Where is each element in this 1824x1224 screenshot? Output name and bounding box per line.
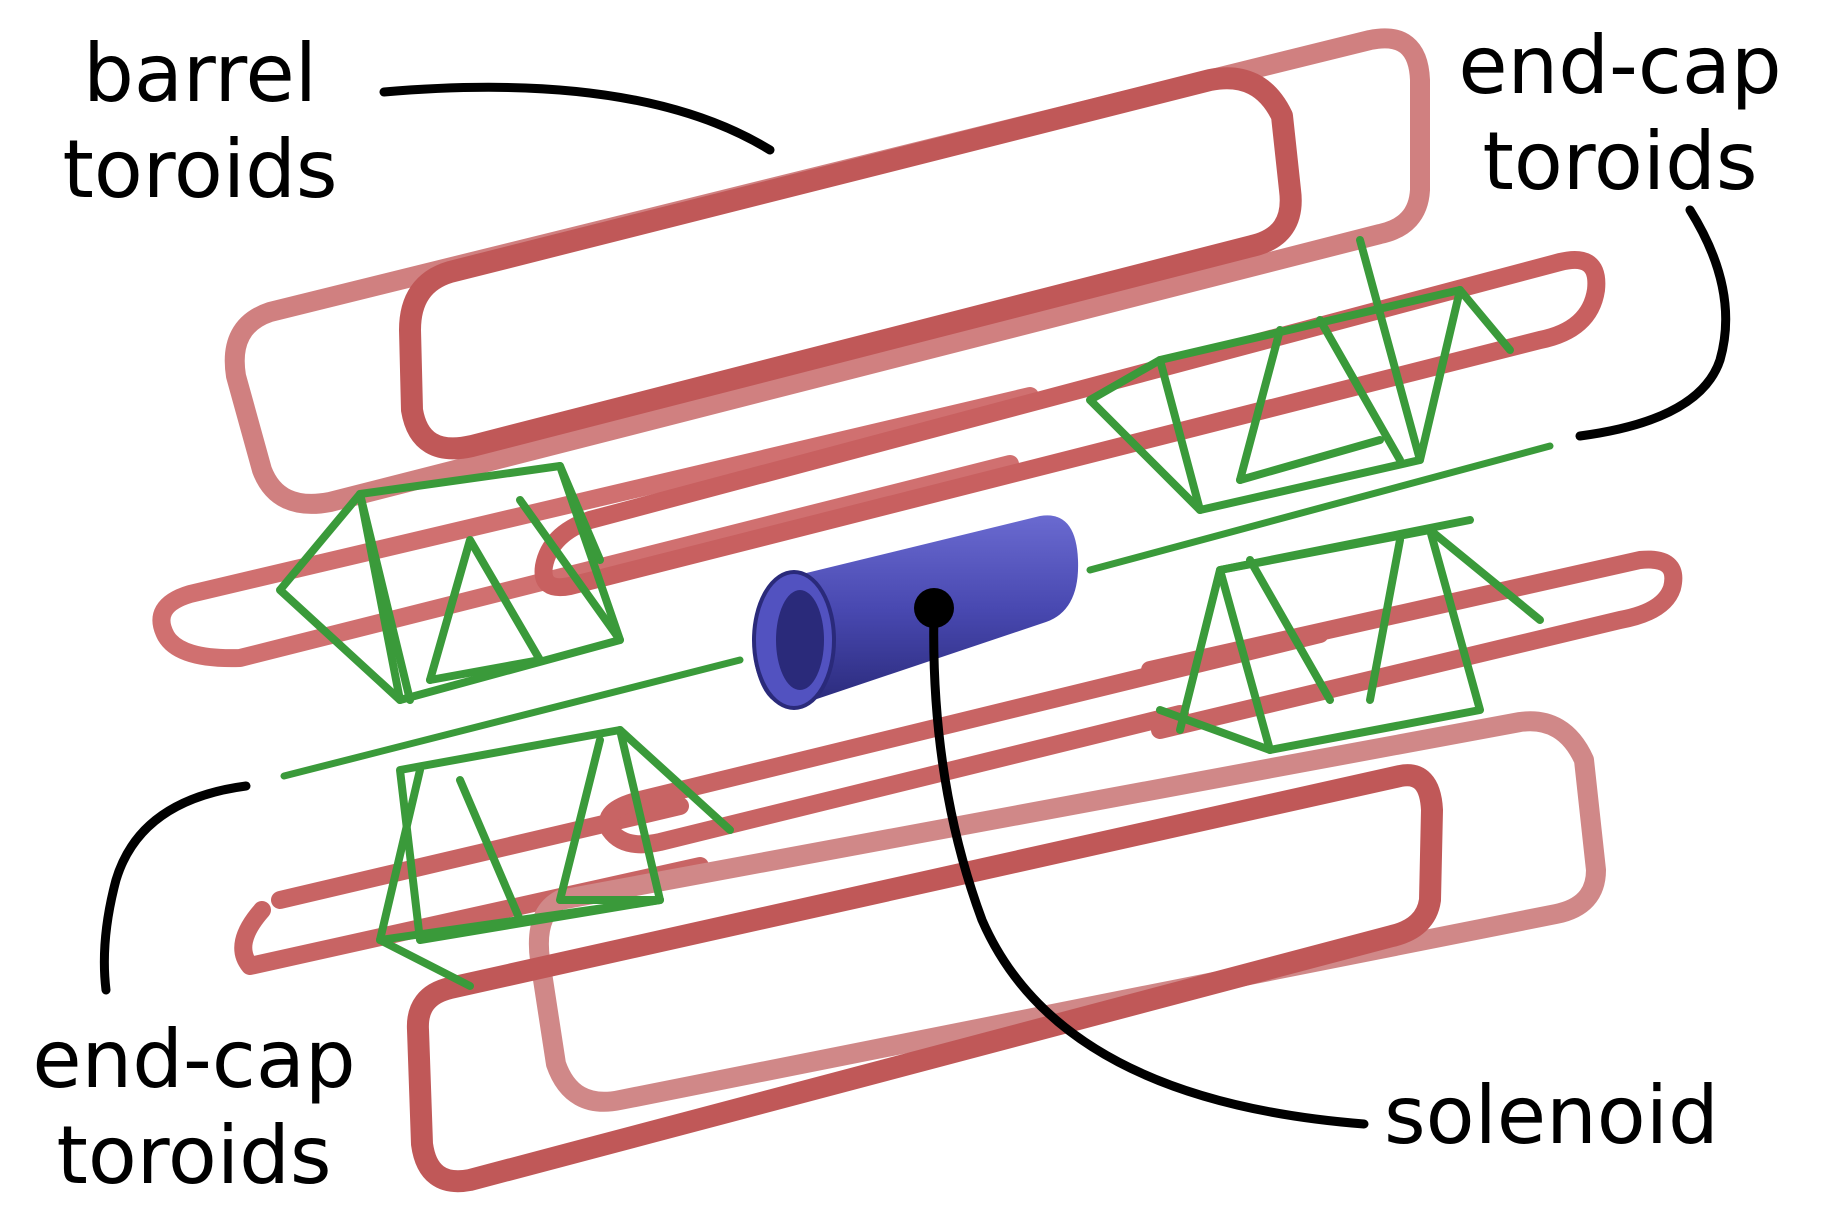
barrel-toroids — [152, 28, 1683, 1193]
barrel-toroid-coil — [224, 28, 1430, 514]
endcap-toroids — [276, 236, 1554, 990]
barrel-toroid-coil — [399, 67, 1302, 460]
barrel-toroid-coil — [528, 711, 1606, 1112]
endcap-toroids-left-label: end-cap toroids — [14, 1012, 374, 1204]
barrel-toroid-coil — [152, 387, 1039, 668]
barrel-label-line1: barrel — [83, 27, 317, 120]
leader-line-barrel — [379, 82, 775, 155]
leader-lines — [99, 82, 1731, 1129]
barrel-label-line2: toroids — [62, 123, 338, 216]
endcap-toroids-right-label: end-cap toroids — [1440, 18, 1800, 210]
endcap-toroid-frame — [376, 726, 734, 990]
endcap-toroid-frame — [1156, 516, 1544, 754]
endcap-left-label-line1: end-cap — [32, 1013, 356, 1106]
endcap-toroid-frame — [276, 462, 624, 704]
endcap-right-label-line2: toroids — [1482, 115, 1758, 208]
solenoid-label: solenoid — [1384, 1068, 1744, 1164]
leader-line-solenoid — [929, 605, 1369, 1129]
leader-line-endcap-right — [1575, 205, 1731, 441]
leader-line-endcap-left — [99, 781, 251, 995]
beam-axis-right — [1086, 442, 1554, 574]
solenoid-marker-dot — [914, 588, 954, 628]
barrel-toroids-label: barrel toroids — [50, 26, 350, 218]
solenoid-label-text: solenoid — [1384, 1069, 1719, 1162]
endcap-left-label-line2: toroids — [56, 1109, 332, 1202]
barrel-toroid-coil — [406, 764, 1443, 1193]
endcap-toroid-frame — [1086, 236, 1514, 514]
endcap-right-label-line1: end-cap — [1458, 19, 1782, 112]
beam-axis-left — [280, 656, 744, 780]
barrel-toroid-coil — [534, 250, 1606, 596]
